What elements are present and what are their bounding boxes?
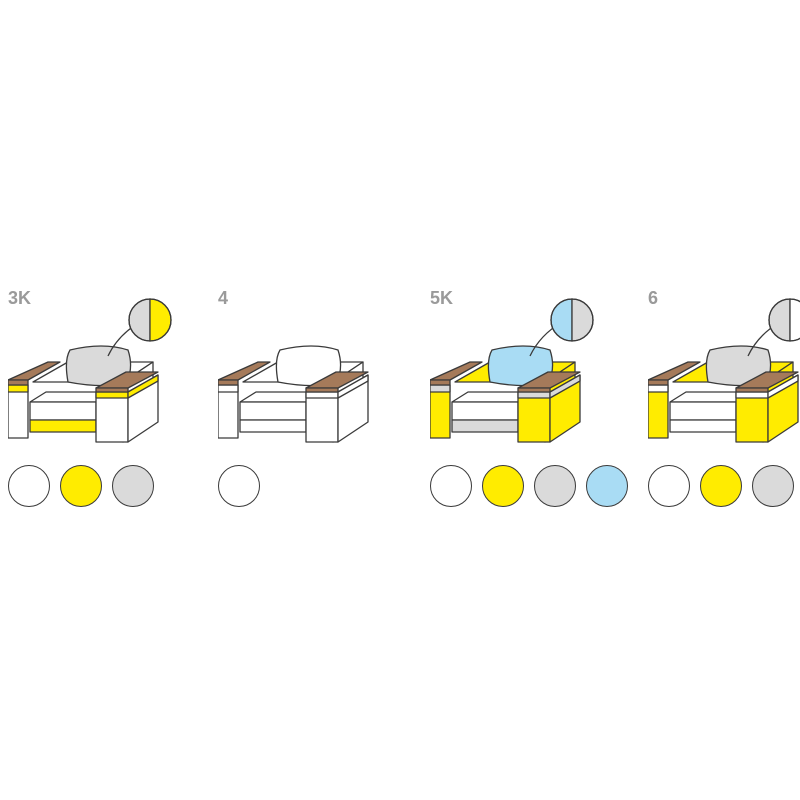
armchair-illustration (430, 298, 594, 443)
color-swatch-yellow[interactable] (60, 465, 102, 507)
color-swatch-gray[interactable] (752, 465, 794, 507)
seat-front (451, 401, 519, 421)
left-arm-front (218, 384, 239, 439)
color-swatch-white[interactable] (8, 465, 50, 507)
variant-3k: 3K (8, 280, 208, 520)
left-armrest-edge (430, 379, 451, 386)
right-arm-front (735, 391, 769, 443)
indicator-right-half (149, 298, 172, 342)
indicator-right-half (571, 298, 594, 342)
left-arm-front (430, 384, 451, 439)
color-swatch-yellow[interactable] (482, 465, 524, 507)
base-rail (239, 419, 307, 433)
variant-label: 6 (648, 288, 659, 308)
seat-front (29, 401, 97, 421)
base-rail (669, 419, 737, 433)
seat-front (669, 401, 737, 421)
left-arm-front (8, 384, 29, 439)
color-swatch-yellow[interactable] (700, 465, 742, 507)
left-armrest-edge (648, 379, 669, 386)
left-armrest-edge (218, 379, 239, 386)
variant-label: 3K (8, 288, 32, 308)
base-rail (29, 419, 97, 433)
right-arm-front (517, 391, 551, 443)
color-swatch-gray[interactable] (534, 465, 576, 507)
color-swatch-white[interactable] (648, 465, 690, 507)
indicator-right-half (789, 298, 800, 342)
base-rail (451, 419, 519, 433)
variant-label: 5K (430, 288, 454, 308)
armchair-illustration (648, 298, 800, 443)
right-arm-trim-side (767, 374, 799, 399)
right-arm-trim (95, 391, 129, 399)
right-arm-trim-side (549, 374, 581, 399)
right-arm-front (305, 391, 339, 443)
seat-front (239, 401, 307, 421)
armchair-illustration (218, 345, 369, 443)
color-swatch-blue[interactable] (586, 465, 628, 507)
left-arm-trim (648, 384, 669, 393)
right-armrest-edge (305, 387, 339, 393)
left-arm-trim (218, 384, 239, 393)
variant-5k: 5K (430, 280, 630, 520)
indicator-left-half (550, 298, 573, 342)
color-swatch-white[interactable] (430, 465, 472, 507)
right-arm-trim (305, 391, 339, 399)
armchair-illustration (8, 298, 172, 443)
left-armrest-edge (8, 379, 29, 386)
indicator-left-half (128, 298, 151, 342)
indicator-left-half (768, 298, 791, 342)
right-arm-trim (517, 391, 551, 399)
right-arm-trim (735, 391, 769, 399)
color-indicator-icon (550, 298, 594, 342)
color-swatch-white[interactable] (218, 465, 260, 507)
color-indicator-icon (768, 298, 800, 342)
right-armrest-edge (95, 387, 129, 393)
variant-label: 4 (218, 288, 229, 308)
right-arm-trim-side (337, 374, 369, 399)
right-armrest-edge (735, 387, 769, 393)
left-arm-trim (8, 384, 29, 393)
variant-4: 4 (218, 280, 418, 520)
right-arm-trim-side (127, 374, 159, 399)
right-armrest-edge (517, 387, 551, 393)
left-arm-front (648, 384, 669, 439)
color-swatch-gray[interactable] (112, 465, 154, 507)
variant-6: 6 (648, 280, 800, 520)
right-arm-front (95, 391, 129, 443)
left-arm-trim (430, 384, 451, 393)
color-indicator-icon (128, 298, 172, 342)
